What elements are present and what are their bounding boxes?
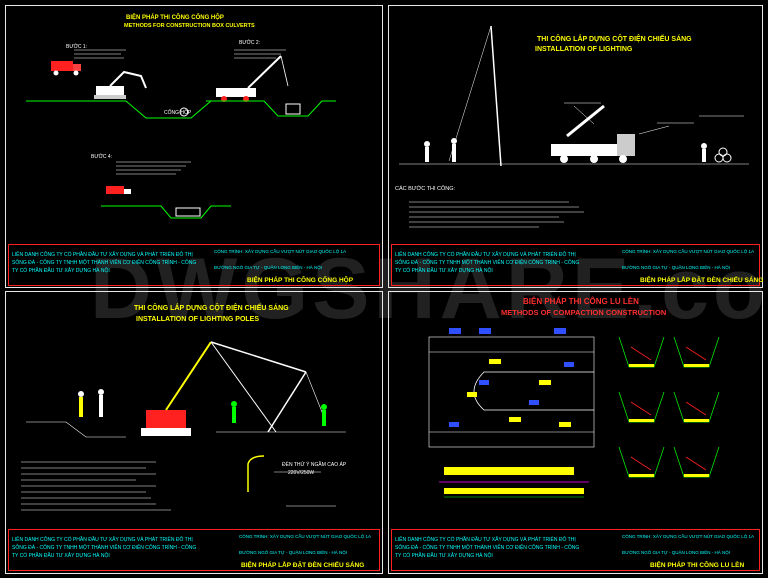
sheet-title-en: METHODS FOR CONSTRUCTION BOX CULVERTS bbox=[124, 23, 255, 29]
company-name: LIÊN DANH CÔNG TY CỔ PHẦN ĐẦU TƯ XÂY DỰN… bbox=[395, 537, 580, 559]
pipe-label: CỐNG HỘP bbox=[164, 110, 192, 116]
project-name: CÔNG TRÌNH: XÂY DỰNG CẦU VƯỢT NÚT GIAO Q… bbox=[622, 534, 754, 539]
project-name: CÔNG TRÌNH: XÂY DỰNG CẦU VƯỢT NÚT GIAO Q… bbox=[239, 534, 371, 539]
project-location: ĐƯỜNG NGÔ GIA TỰ - QUẬN LONG BIÊN - HÀ N… bbox=[239, 550, 347, 555]
box-culvert-drawing bbox=[26, 49, 336, 219]
sheet-bottom-title: BIỆN PHÁP LẮP ĐẶT ĐÈN CHIẾU SÁNG bbox=[241, 562, 365, 569]
sheet-lighting-install: THI CÔNG LẮP DỰNG CỘT ĐIỆN CHIẾU SÁNG IN… bbox=[388, 5, 763, 288]
sheet-title-vi: BIỆN PHÁP THI CÔNG CỐNG HỘP bbox=[126, 15, 224, 21]
sheet-bottom-title: BIỆN PHÁP THI CÔNG LU LÈN bbox=[650, 562, 745, 569]
sheet-lighting-poles: THI CÔNG LẮP DỰNG CỘT ĐIỆN CHIẾU SÁNG IN… bbox=[5, 291, 383, 574]
sheet-bottom-title: BIỆN PHÁP THI CÔNG CỐNG HỘP bbox=[247, 277, 354, 284]
project-name: CÔNG TRÌNH: XÂY DỰNG CẦU VƯỢT NÚT GIAO Q… bbox=[622, 249, 754, 254]
project-name: CÔNG TRÌNH: XÂY DỰNG CẦU VƯỢT NÚT GIAO Q… bbox=[214, 249, 346, 254]
sheet-title-en: INSTALLATION OF LIGHTING POLES bbox=[136, 316, 260, 323]
project-location: ĐƯỜNG NGÔ GIA TỰ - QUẬN LONG BIÊN - HÀ N… bbox=[622, 550, 730, 555]
company-name: LIÊN DANH CÔNG TY CỔ PHẦN ĐẦU TƯ XÂY DỰN… bbox=[12, 252, 197, 274]
compaction-drawing bbox=[428, 328, 720, 498]
title-block: LIÊN DANH CÔNG TY CỔ PHẦN ĐẦU TƯ XÂY DỰN… bbox=[391, 529, 760, 571]
company-name: LIÊN DANH CÔNG TY CỔ PHẦN ĐẦU TƯ XÂY DỰN… bbox=[395, 252, 580, 274]
watermark-text: DWGSHARE.com bbox=[90, 241, 768, 337]
sheet-box-culvert: BIỆN PHÁP THI CÔNG CỐNG HỘP METHODS FOR … bbox=[5, 5, 383, 288]
project-location: ĐƯỜNG NGÔ GIA TỰ - QUẬN LONG BIÊN - HÀ N… bbox=[622, 265, 730, 270]
step-4-label: BƯỚC 4: bbox=[91, 154, 113, 160]
steps-heading: CÁC BƯỚC THI CÔNG: bbox=[395, 186, 456, 192]
project-location: ĐƯỜNG NGÔ GIA TỰ - QUẬN LONG BIÊN - HÀ N… bbox=[214, 265, 322, 270]
sheet-compaction: BIỆN PHÁP THI CÔNG LU LÈN METHODS OF COM… bbox=[388, 291, 763, 574]
sheet-title-vi: BIỆN PHÁP THI CÔNG LU LÈN bbox=[523, 297, 639, 306]
sheet-bottom-title: BIỆN PHÁP LẮP ĐẶT ĐÈN CHIẾU SÁNG bbox=[640, 277, 764, 284]
title-block: LIÊN DANH CÔNG TY CỔ PHẦN ĐẦU TƯ XÂY DỰN… bbox=[8, 529, 380, 571]
company-name: LIÊN DANH CÔNG TY CỔ PHẦN ĐẦU TƯ XÂY DỰN… bbox=[12, 537, 197, 559]
sheet-title-vi: THI CÔNG LẮP DỰNG CỘT ĐIỆN CHIẾU SÁNG bbox=[134, 305, 289, 312]
lighting-poles-drawing bbox=[21, 341, 346, 511]
sheet-title-vi: THI CÔNG LẮP DỰNG CỘT ĐIỆN CHIẾU SÁNG bbox=[537, 36, 692, 43]
cable-label: ĐÈN THỬ Ý NGẦM CAO ÁP bbox=[282, 462, 347, 468]
cable-spec: 220V/250W bbox=[288, 470, 315, 476]
title-block: LIÊN DANH CÔNG TY CỔ PHẦN ĐẦU TƯ XÂY DỰN… bbox=[8, 244, 380, 286]
sheet-title-en: INSTALLATION OF LIGHTING bbox=[535, 46, 633, 53]
sheet-title-en: METHODS OF COMPACTION CONSTRUCTION bbox=[501, 308, 667, 317]
lighting-drawing bbox=[399, 25, 749, 228]
step-1-label: BƯỚC 1: bbox=[66, 44, 88, 50]
title-block: LIÊN DANH CÔNG TY CỔ PHẦN ĐẦU TƯ XÂY DỰN… bbox=[391, 244, 764, 286]
step-2-label: BƯỚC 2: bbox=[239, 40, 261, 46]
